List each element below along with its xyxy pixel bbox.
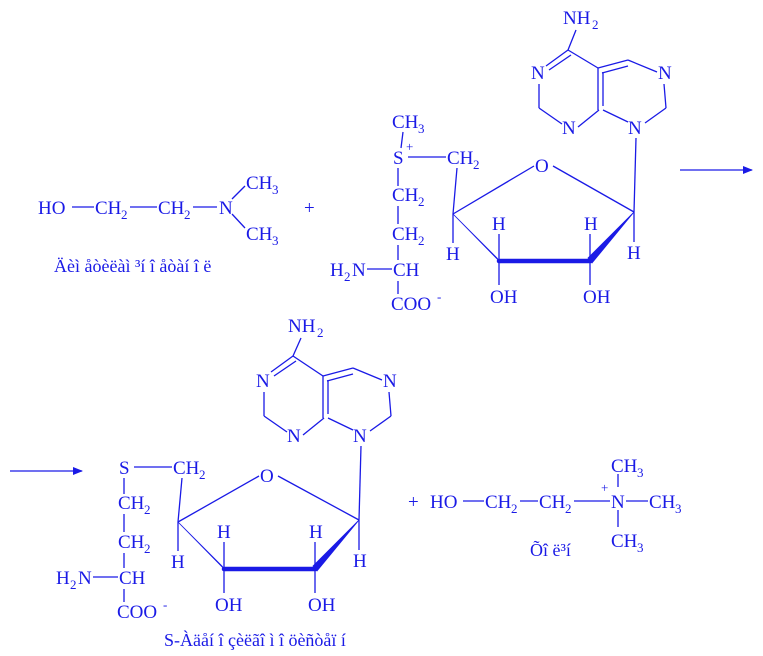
- atom-ch: CH: [118, 532, 145, 553]
- atom-h: H: [309, 522, 323, 543]
- atom-ch: CH: [392, 112, 419, 133]
- atom-oh: OH: [490, 287, 518, 308]
- atom-coo: COO: [391, 294, 431, 315]
- atom-ch: CH: [392, 185, 419, 206]
- atom-nh: NH: [288, 316, 316, 337]
- charge-minus: -: [437, 289, 441, 304]
- atom-ch: CH: [393, 260, 420, 281]
- atom-s: S: [393, 148, 404, 169]
- subscript: 2: [184, 207, 191, 222]
- subscript: 3: [637, 540, 644, 555]
- atom-ch: CH: [611, 531, 638, 552]
- atom-n: N: [352, 260, 366, 281]
- plus-sign: +: [408, 492, 419, 513]
- atom-n: N: [611, 492, 625, 513]
- subscript: 2: [144, 502, 151, 517]
- atom-h: H: [217, 522, 231, 543]
- atom-h: H: [56, 568, 70, 589]
- atom-ho: HO: [38, 198, 65, 219]
- atom-n: N: [353, 426, 367, 447]
- atom-h: H: [171, 552, 185, 573]
- s-adenosylmethionine-molecule: NH 2 N N N N CH 3 S + CH 2 CH 2: [330, 8, 672, 315]
- atom-ch: CH: [95, 198, 122, 219]
- atom-s: S: [119, 458, 130, 479]
- atom-o: O: [535, 156, 549, 177]
- atom-oh: OH: [215, 595, 243, 616]
- subscript: 2: [199, 467, 206, 482]
- atom-n: N: [219, 198, 233, 219]
- subscript: 2: [144, 541, 151, 556]
- atom-ch: CH: [173, 458, 200, 479]
- atom-nh: NH: [563, 8, 591, 29]
- subscript: 2: [317, 325, 324, 340]
- atom-h: H: [584, 214, 598, 235]
- atom-n: N: [562, 118, 576, 139]
- atom-n: N: [256, 371, 270, 392]
- atom-h: H: [330, 260, 344, 281]
- subscript: 2: [418, 194, 425, 209]
- subscript: 3: [637, 465, 644, 480]
- atom-h: H: [492, 214, 506, 235]
- atom-oh: OH: [583, 287, 611, 308]
- atom-ch: CH: [246, 224, 273, 245]
- subscript: 2: [418, 233, 425, 248]
- subscript: 3: [272, 233, 279, 248]
- atom-oh: OH: [308, 595, 336, 616]
- subscript: 2: [121, 207, 128, 222]
- choline-caption: Õî ë³í: [530, 539, 571, 560]
- atom-n: N: [531, 63, 545, 84]
- atom-n: N: [287, 426, 301, 447]
- atom-ch: CH: [119, 568, 146, 589]
- atom-ch: CH: [392, 224, 419, 245]
- atom-h: H: [446, 244, 460, 265]
- atom-ho: HO: [430, 492, 457, 513]
- choline-molecule: HO CH 2 CH 2 N + CH 3 CH 3 CH 3: [430, 456, 682, 555]
- charge-plus: +: [601, 480, 608, 495]
- subscript: 2: [473, 157, 480, 172]
- atom-ch: CH: [246, 173, 273, 194]
- charge-minus: -: [163, 597, 167, 612]
- atom-ch: CH: [158, 198, 185, 219]
- subscript: 2: [70, 577, 77, 592]
- plus-sign: +: [304, 198, 315, 219]
- subscript: 3: [675, 501, 682, 516]
- atom-n: N: [78, 568, 92, 589]
- atom-ch: CH: [611, 456, 638, 477]
- s-adenosylhomocysteine-molecule: NH 2 N N N N S CH 2 CH 2 CH 2: [56, 316, 397, 623]
- atom-n: N: [658, 63, 672, 84]
- subscript: 2: [592, 17, 599, 32]
- atom-n: N: [383, 371, 397, 392]
- subscript: 3: [272, 182, 279, 197]
- atom-o: O: [260, 466, 274, 487]
- atom-h: H: [353, 551, 367, 572]
- atom-ch: CH: [539, 492, 566, 513]
- atom-ch: CH: [485, 492, 512, 513]
- atom-n: N: [628, 118, 642, 139]
- subscript: 3: [418, 121, 425, 136]
- dimethylaminoethanol-caption: Äèì åòèëàì ³í î åòàí î ë: [54, 256, 211, 276]
- atom-h: H: [627, 243, 641, 264]
- charge-plus: +: [406, 139, 413, 154]
- subscript: 2: [511, 501, 518, 516]
- atom-ch: CH: [649, 492, 676, 513]
- dimethylaminoethanol-molecule: HO CH 2 CH 2 N CH 3 CH 3: [38, 173, 279, 248]
- atom-ch: CH: [447, 148, 474, 169]
- s-adenosylhomocysteine-caption: S-Àäåí î çèëãî ì î öèñòåї í: [164, 629, 346, 650]
- subscript: 2: [344, 269, 351, 284]
- atom-coo: COO: [117, 602, 157, 623]
- subscript: 2: [565, 501, 572, 516]
- atom-ch: CH: [118, 493, 145, 514]
